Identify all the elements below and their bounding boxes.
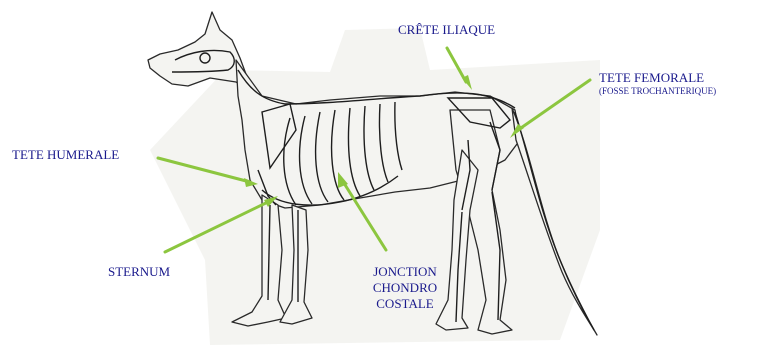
label-jonction-line2: CHONDRO [368, 280, 442, 296]
label-jonction-line3: COSTALE [368, 296, 442, 312]
label-crete-iliaque: CRÊTE ILIAQUE [398, 22, 495, 38]
label-tete-femorale: TETE FEMORALE (FOSSE TROCHANTERIQUE) [599, 70, 716, 97]
label-sternum: STERNUM [108, 264, 170, 280]
label-tete-femorale-main: TETE FEMORALE [599, 70, 704, 85]
label-tete-femorale-sub: (FOSSE TROCHANTERIQUE) [599, 86, 716, 97]
label-jonction-line1: JONCTION [368, 264, 442, 280]
label-jonction-chondro-costale: JONCTION CHONDRO COSTALE [368, 264, 442, 312]
label-tete-humerale: TETE HUMERALE [12, 147, 119, 163]
